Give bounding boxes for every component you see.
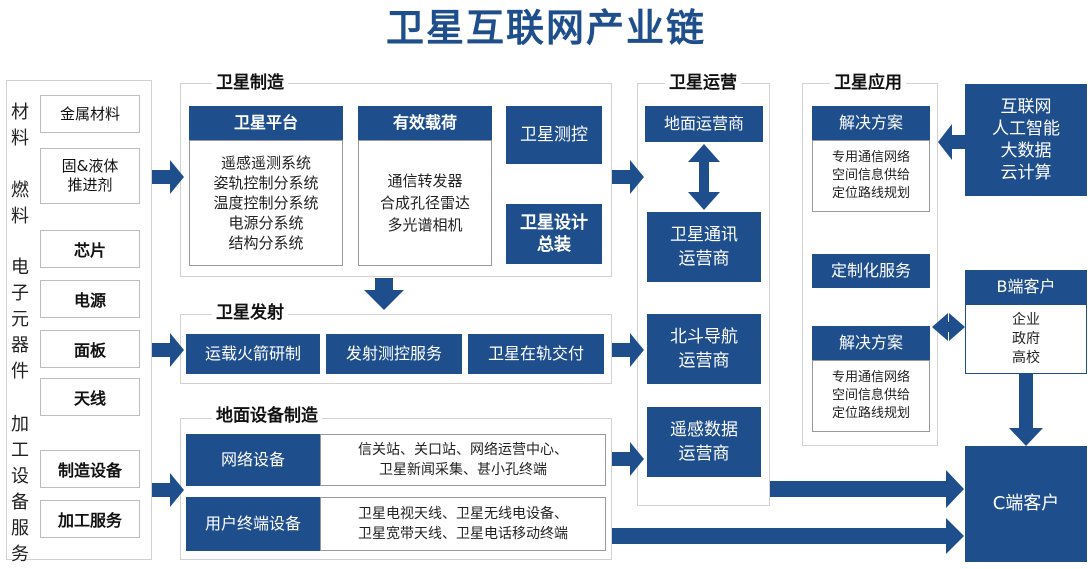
b-client-header: B端客户 xyxy=(965,270,1087,304)
solution1-line: 空间信息供给 xyxy=(831,168,910,183)
materials-category-label: 材料燃料 xyxy=(11,102,29,227)
material-propellant-text: 固&液体推进剂 xyxy=(61,157,119,194)
processing-category-label: 加工设备服务 xyxy=(11,414,29,565)
operator-remote-sensing: 遥感数据运营商 xyxy=(647,407,761,477)
solution1-line: 定位路线规划 xyxy=(831,186,910,201)
solution2-header: 解决方案 xyxy=(812,326,930,360)
component-power: 电源 xyxy=(40,280,140,318)
launch-title: 卫星发射 xyxy=(212,302,288,324)
arrow-right-icon xyxy=(770,470,964,508)
tech-line: 人工智能 xyxy=(992,119,1060,139)
component-panel: 面板 xyxy=(40,330,140,368)
processing-equipment: 制造设备 xyxy=(40,450,140,488)
material-propellant: 固&液体推进剂 xyxy=(40,148,140,204)
arrow-down-icon xyxy=(364,278,404,310)
b-client-line: 高校 xyxy=(1012,349,1040,366)
custom-service: 定制化服务 xyxy=(812,254,930,288)
operator-comm-text: 卫星通讯运营商 xyxy=(670,225,738,269)
payload-line: 合成孔径雷达 xyxy=(379,194,470,212)
operator-comm: 卫星通讯运营商 xyxy=(647,212,761,282)
solution1-line: 专用通信网络 xyxy=(831,150,910,165)
platform-line: 遥感遥测系统 xyxy=(220,154,311,172)
payload-line: 多光谱相机 xyxy=(387,216,463,234)
ground-network-label: 网络设备 xyxy=(186,434,320,486)
ground-terminal-line: 卫星宽带天线、卫星电话移动终端 xyxy=(358,526,568,542)
processing-service: 加工服务 xyxy=(40,500,140,538)
solution2-line: 专用通信网络 xyxy=(831,370,910,385)
component-chip: 芯片 xyxy=(40,230,140,268)
solution1-header: 解决方案 xyxy=(812,106,930,140)
platform-line: 电源分系统 xyxy=(228,214,304,232)
c-client-box: C端客户 xyxy=(965,446,1087,562)
operator-beidou-text: 北斗导航运营商 xyxy=(670,327,738,371)
b-client-content: 企业 政府 高校 xyxy=(965,304,1087,374)
operator-remote-sensing-text: 遥感数据运营商 xyxy=(670,420,738,464)
tech-line: 云计算 xyxy=(1000,163,1052,183)
material-metal: 金属材料 xyxy=(40,95,140,133)
solution1-content: 专用通信网络 空间信息供给 定位路线规划 xyxy=(812,140,930,212)
platform-header: 卫星平台 xyxy=(189,106,343,140)
ground-network-content: 信关站、关口站、网络运营中心、 卫星新闻采集、甚小孔终端 xyxy=(320,434,606,486)
launch-rocket: 运载火箭研制 xyxy=(186,334,320,374)
arrow-right-icon xyxy=(612,518,964,554)
payload-header: 有效载荷 xyxy=(358,106,492,140)
design-box: 卫星设计总装 xyxy=(506,204,602,264)
operator-ground: 地面运营商 xyxy=(645,106,763,142)
operation-title: 卫星运营 xyxy=(665,72,741,94)
arrow-down-icon xyxy=(1009,374,1043,446)
launch-delivery: 卫星在轨交付 xyxy=(468,334,604,374)
payload-line: 通信转发器 xyxy=(387,172,463,190)
solution2-line: 定位路线规划 xyxy=(831,406,910,421)
page-title: 卫星互联网产业链 xyxy=(385,6,706,50)
ground-terminal-label: 用户终端设备 xyxy=(186,497,320,551)
launch-ttc-service: 发射测控服务 xyxy=(326,334,462,374)
b-client-line: 政府 xyxy=(1012,330,1040,347)
solution2-line: 空间信息供给 xyxy=(831,388,910,403)
ground-terminal-content: 卫星电视天线、卫星无线电设备、 卫星宽带天线、卫星电话移动终端 xyxy=(320,497,606,551)
ground-title: 地面设备制造 xyxy=(212,405,322,427)
tech-box: 互联网 人工智能 大数据 云计算 xyxy=(965,84,1087,196)
payload-content: 通信转发器 合成孔径雷达 多光谱相机 xyxy=(358,140,492,266)
platform-line: 温度控制分系统 xyxy=(213,194,319,212)
electronics-category-label: 电子元器件 xyxy=(11,257,29,382)
design-box-text: 卫星设计总装 xyxy=(520,213,588,255)
b-client-line: 企业 xyxy=(1012,311,1040,328)
platform-line: 结构分系统 xyxy=(228,234,304,252)
platform-line: 姿轨控制分系统 xyxy=(213,174,319,192)
operator-beidou: 北斗导航运营商 xyxy=(647,314,761,384)
ground-network-line: 信关站、关口站、网络运营中心、 xyxy=(358,442,568,458)
ground-network-line: 卫星新闻采集、甚小孔终端 xyxy=(379,462,547,478)
tech-line: 大数据 xyxy=(1000,141,1052,161)
ttc-box: 卫星测控 xyxy=(506,106,602,164)
arrow-left-icon xyxy=(938,124,965,160)
ground-terminal-line: 卫星电视天线、卫星无线电设备、 xyxy=(358,506,568,522)
platform-content: 遥感遥测系统 姿轨控制分系统 温度控制分系统 电源分系统 结构分系统 xyxy=(189,140,343,266)
application-title: 卫星应用 xyxy=(830,72,906,94)
solution2-content: 专用通信网络 空间信息供给 定位路线规划 xyxy=(812,360,930,432)
tech-line: 互联网 xyxy=(1000,97,1052,117)
manufacturing-title: 卫星制造 xyxy=(212,72,288,94)
component-antenna: 天线 xyxy=(40,378,140,416)
